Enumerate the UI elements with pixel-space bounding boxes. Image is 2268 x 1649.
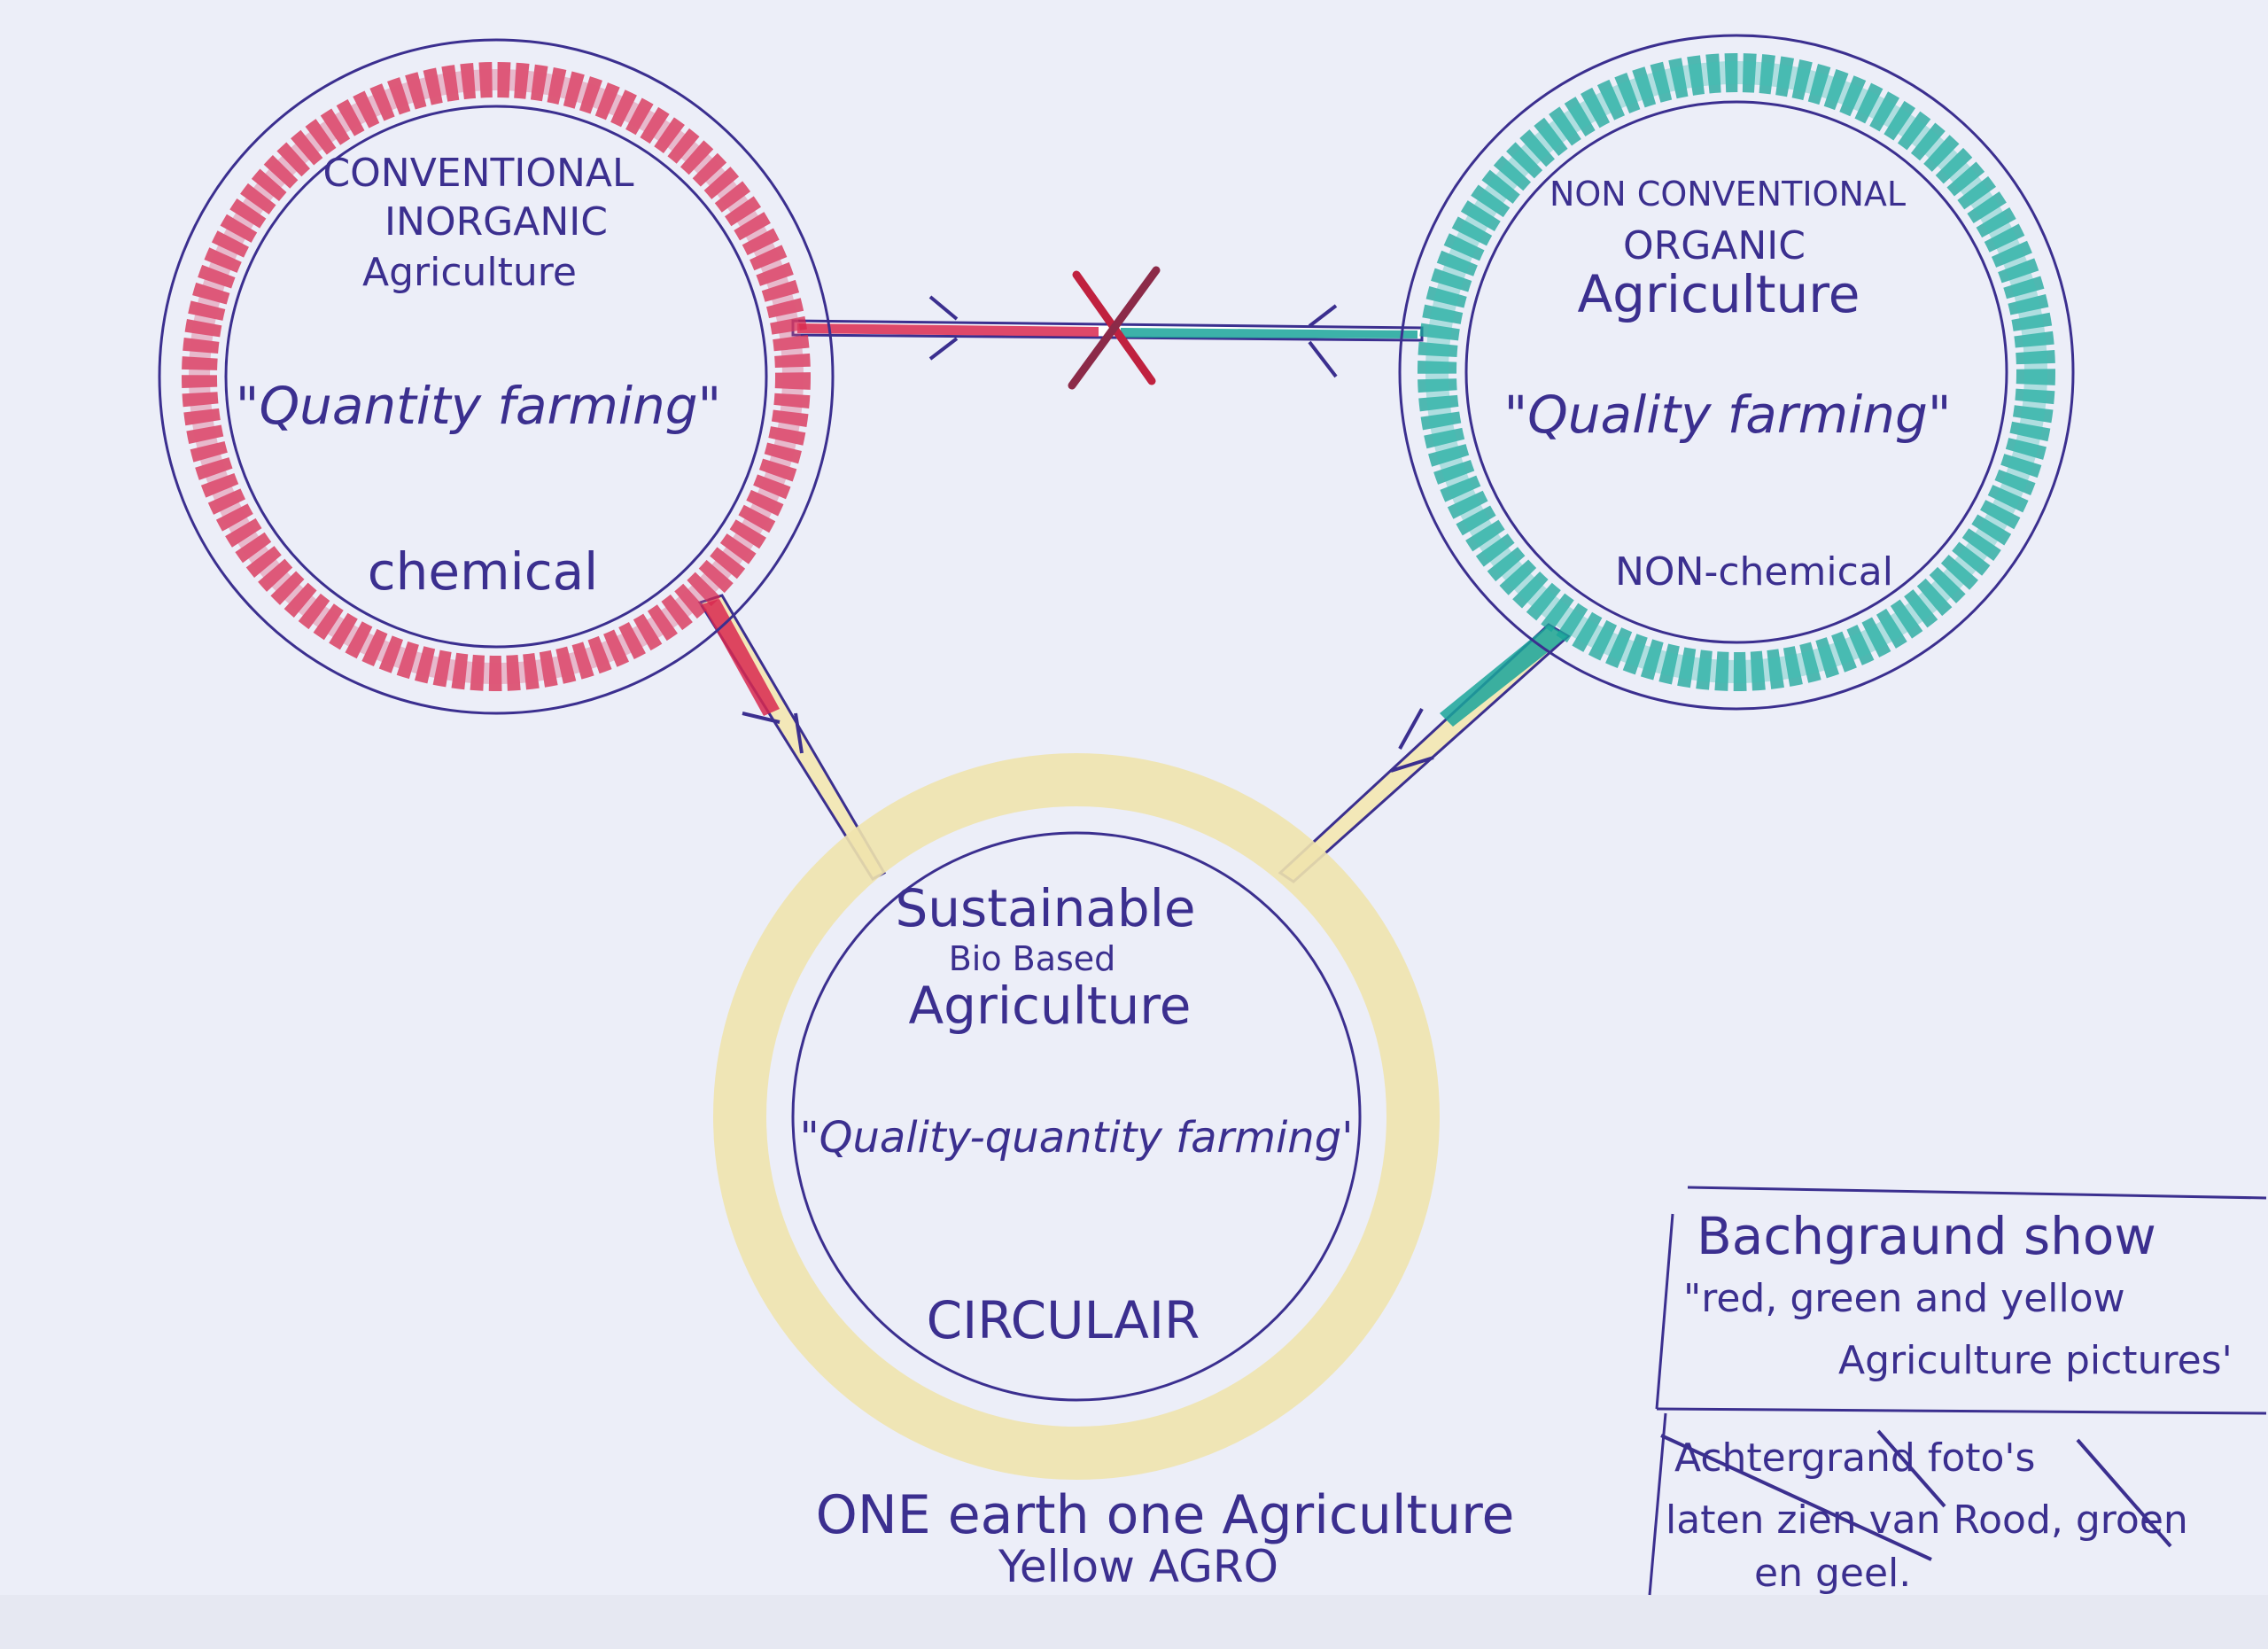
conventional-tag: chemical [368,541,599,602]
note-box: Bachgraund show "red, green and yellow A… [1648,1186,2267,1596]
note-line2: "red, green and yellow [1683,1276,2125,1321]
note-strikethrough [1660,1429,2172,1561]
sustainable-slogan: "Quality-quantity farming' [800,1113,1354,1163]
organic-line1: NON CONVENTIONAL [1550,175,1906,214]
sustainable-line3: Agriculture [909,976,1192,1036]
organic-line3: Agriculture [1578,264,1860,324]
circle-conventional: CONVENTIONAL INORGANIC Agriculture "Quan… [158,38,835,715]
circle-sustainable: Sustainable Bio Based Agriculture "Quali… [713,753,1440,1480]
paper-edge [0,1595,2268,1649]
note-struck-line2: laten zien van Rood, groen [1666,1497,2188,1543]
organic-line2: ORGANIC [1623,223,1806,268]
blocked-cross-icon [1068,266,1161,390]
note-struck-line3: en geel. [1754,1551,1911,1596]
organic-tag: NON-chemical [1615,549,1893,595]
sustainable-line1: Sustainable [895,878,1195,938]
note-line3: Agriculture pictures' [1838,1338,2233,1383]
organic-slogan: "Quality farming" [1503,385,1951,445]
footer-line2: Yellow AGRO [998,1541,1278,1592]
note-line1: Bachgraund show [1697,1206,2156,1266]
footer-line1: ONE earth one Agriculture [816,1484,1515,1546]
sustainable-tag: CIRCULAIR [927,1290,1200,1350]
circle-organic: NON CONVENTIONAL ORGANIC Agriculture "Qu… [1398,34,2075,711]
conventional-line1: CONVENTIONAL [322,151,634,196]
connector-top [791,266,1424,390]
conventional-line2: INORGANIC [384,199,608,245]
sustainable-line2: Bio Based [949,939,1116,978]
conventional-line3: Agriculture [362,250,577,295]
conventional-slogan: "Quantity farming" [236,376,721,436]
note-struck-line1: Achtergrand foto's [1674,1435,2035,1481]
connector-right [1278,623,1571,883]
